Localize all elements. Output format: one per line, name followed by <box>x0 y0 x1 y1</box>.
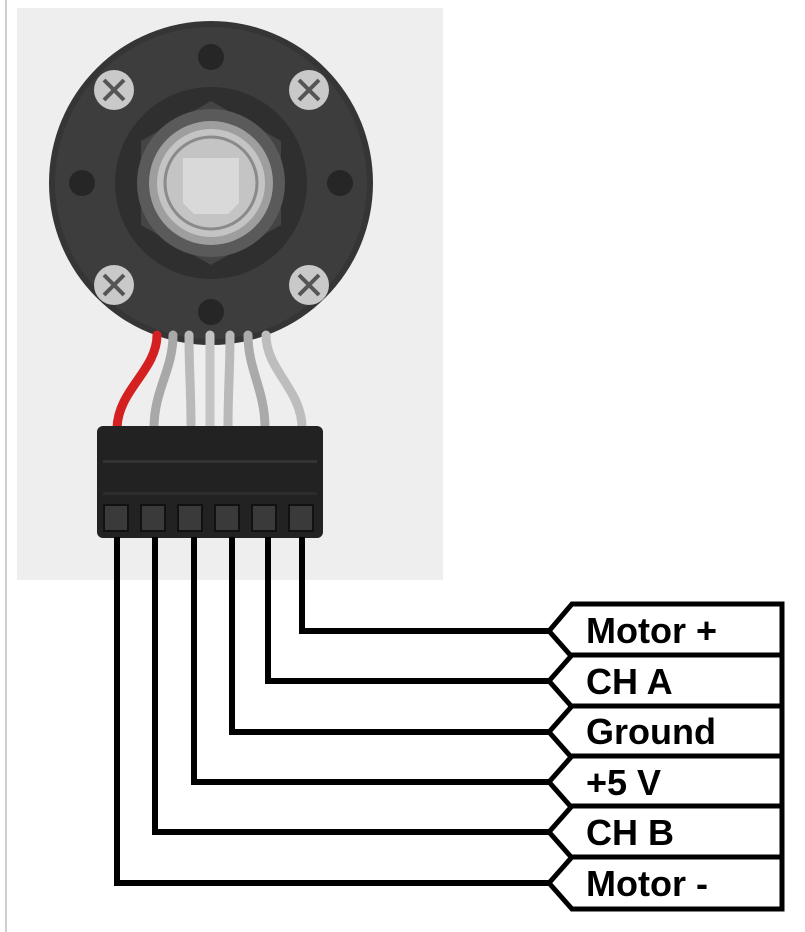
connector-pin-socket <box>251 504 277 532</box>
mount-hole-icon <box>69 170 95 196</box>
mount-screw-icon <box>289 265 329 305</box>
connector-pin-socket <box>103 504 129 532</box>
pin-label-tags <box>545 601 785 912</box>
mount-hole-icon <box>198 299 224 325</box>
mount-hole-icon <box>327 170 353 196</box>
pin-label-ch-b: CH B <box>586 812 674 853</box>
pin-label-ground: Ground <box>586 711 716 752</box>
tag-ground <box>545 703 785 761</box>
lead-motor-plus <box>299 537 560 634</box>
mount-screw-icon <box>94 70 134 110</box>
pin-label-plus-5v: +5 V <box>586 762 661 803</box>
gray-wire <box>149 330 178 433</box>
lead-ch-b <box>152 537 560 835</box>
lead-ch-a <box>265 537 560 684</box>
gray-wire <box>261 330 307 433</box>
connector-pin-socket <box>140 504 166 532</box>
tag-ch-a <box>545 652 785 710</box>
pin-label-ch-a: CH A <box>586 661 673 702</box>
tag-plus-5v <box>545 753 785 811</box>
mount-screw-icon <box>289 70 329 110</box>
d-shaft-icon <box>183 158 239 214</box>
tag-motor-minus <box>545 854 785 912</box>
lead-plus-5v <box>191 537 560 785</box>
connector-pin-socket <box>288 504 314 532</box>
pin-leads <box>114 537 560 886</box>
ribbon-wires <box>112 330 307 433</box>
lead-motor-minus <box>114 537 560 886</box>
red-wire <box>112 330 162 433</box>
pin-label-motor-minus: Motor - <box>586 863 708 904</box>
mount-hole-icon <box>198 44 224 70</box>
tag-motor-plus <box>545 601 785 660</box>
mount-screw-icon <box>94 265 134 305</box>
gray-wire <box>243 330 270 433</box>
gray-wire <box>184 330 196 433</box>
tag-ch-b <box>545 803 785 861</box>
motor-face <box>49 21 373 345</box>
connector-pin-socket <box>214 504 240 532</box>
gray-wire <box>223 330 235 433</box>
lead-ground <box>229 537 560 735</box>
six-pin-connector <box>97 426 323 538</box>
connector-pin-socket <box>177 504 203 532</box>
pin-label-motor-plus: Motor + <box>586 610 717 651</box>
